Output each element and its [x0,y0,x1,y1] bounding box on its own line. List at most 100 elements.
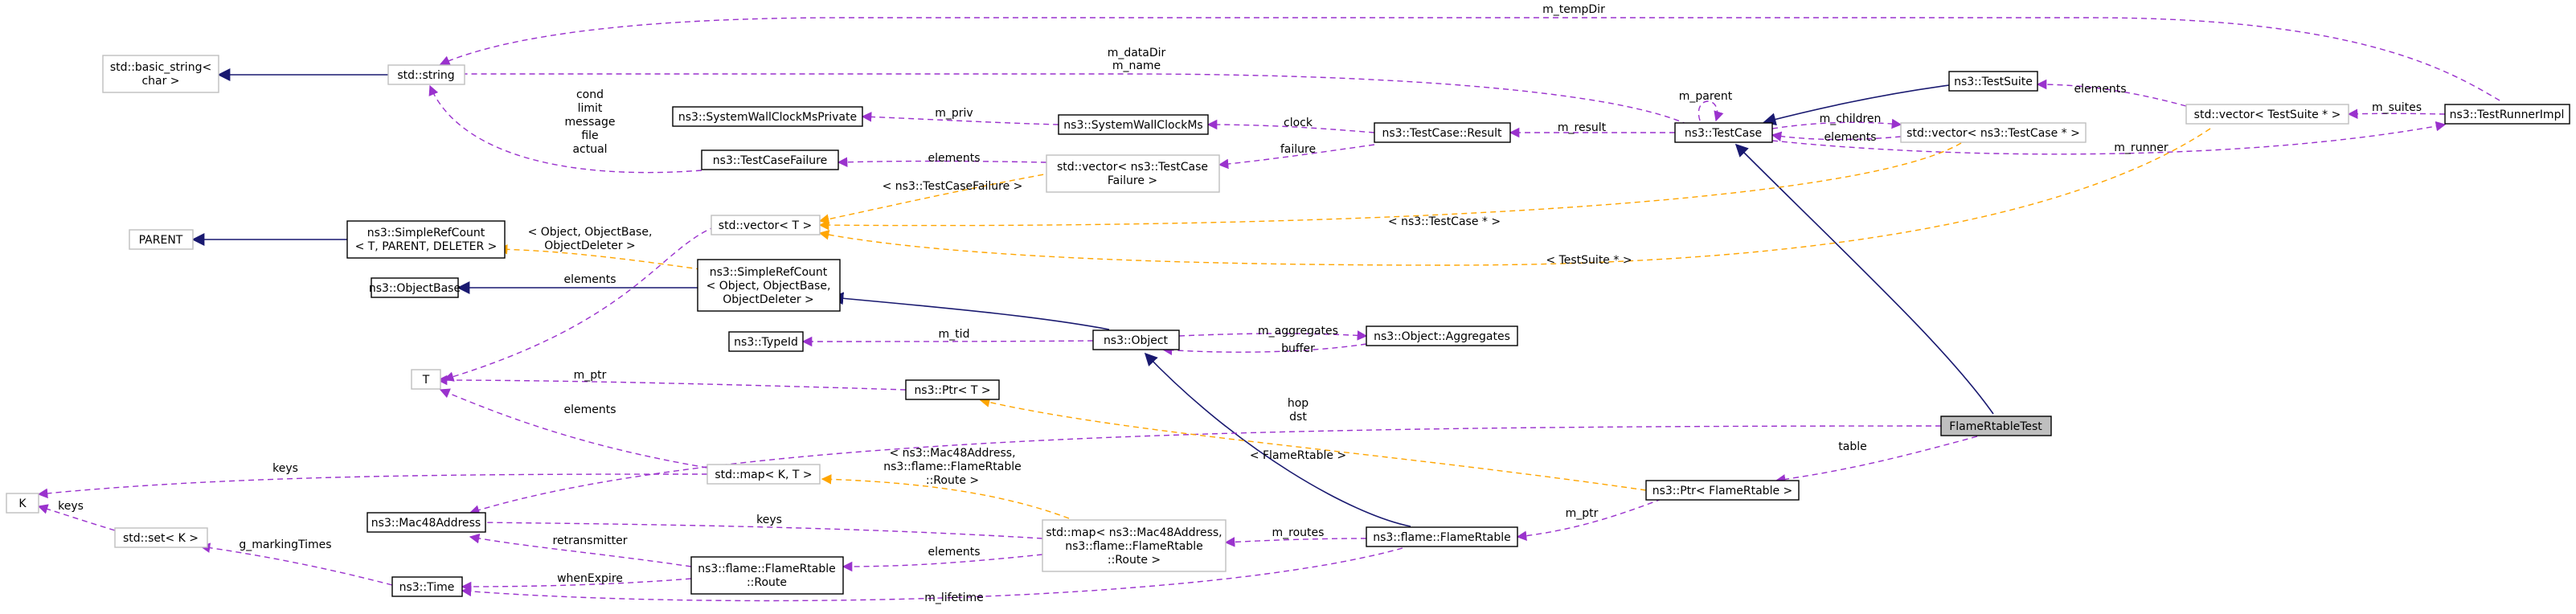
edge-m-children [1771,118,1902,129]
svg-text:ns3::SimpleRefCount< T, PARENT: ns3::SimpleRefCount< T, PARENT, DELETER … [355,227,498,253]
node-result[interactable]: ns3::TestCase::Result [1374,122,1511,143]
label-m-result: m_result [1558,121,1607,134]
edge-hop-dst [469,425,1942,515]
svg-text:std::string: std::string [397,69,454,82]
node-k[interactable]: K [6,493,39,514]
svg-text:ns3::Object: ns3::Object [1104,334,1169,347]
node-map-kt[interactable]: std::map< K, T > [706,464,821,485]
label-m-suites: m_suites [2372,101,2422,114]
edge-elements-route [842,554,1043,572]
node-object[interactable]: ns3::Object [1092,330,1180,350]
node-basic-string[interactable]: std::basic_string<char > [102,55,219,93]
edge-retransmitter [469,533,692,567]
label-table: table [1838,440,1866,453]
node-typeid[interactable]: ns3::TypeId [728,331,804,352]
edge-m-aggregates [1178,330,1368,341]
node-set-k[interactable]: std::set< K > [114,527,208,548]
edge-buffer [1161,343,1367,356]
edge-m-priv [861,112,1059,125]
edge-m-routes [1224,537,1367,547]
edge-m-parent [1698,100,1724,122]
node-failure[interactable]: ns3::TestCaseFailure [701,149,839,170]
label-tpl-objectbase: < Object, ObjectBase,ObjectDeleter > [528,226,653,252]
edge-m-tempdir [439,17,2500,101]
label-elements-suite: elements [2074,83,2126,96]
node-simpleref-t[interactable]: ns3::SimpleRefCount< T, PARENT, DELETER … [346,220,506,259]
node-vec-suite[interactable]: std::vector< TestSuite * > [2185,104,2349,125]
nodes: std::basic_string<char > std::string ns3… [6,55,2570,597]
label-tpl-failure: < ns3::TestCaseFailure > [883,180,1023,193]
svg-text:std::vector< T >: std::vector< T > [719,219,812,232]
label-tpl-flamertable: < FlameRtable > [1250,449,1346,462]
label-m-children: m_children [1820,113,1882,125]
label-tpl-testcase: < ns3::TestCase * > [1388,215,1501,228]
edge-m-ptr-t [436,375,907,391]
edge-m-lifetime [461,547,1403,602]
node-route[interactable]: ns3::flame::FlameRtable::Route [690,556,844,595]
edge-testcase-to-testsuite [1763,84,1950,126]
svg-text:T: T [422,374,430,387]
edge-tpl-flamertable [979,397,1647,491]
svg-text:ns3::TestSuite: ns3::TestSuite [1954,76,2033,88]
edge-failure [1218,144,1375,170]
node-flame-test[interactable]: FlameRtableTest [1940,415,2052,436]
edge-simpleref-obj-to-object [830,292,1110,330]
edge-m-tid [801,336,1094,347]
node-aggregates[interactable]: ns3::Object::Aggregates [1366,325,1518,346]
node-string[interactable]: std::string [387,64,465,85]
label-keys-route: keys [756,514,782,526]
node-ptr-flame[interactable]: ns3::Ptr< FlameRtable > [1645,480,1800,501]
edge-m-datadir [439,68,1689,125]
label-g-markingtimes: g_markingTimes [239,538,331,551]
svg-text:std::map< ns3::Mac48Address,ns: std::map< ns3::Mac48Address,ns3::flame::… [1046,526,1222,567]
node-syswall[interactable]: ns3::SystemWallClockMs [1058,114,1209,135]
svg-text:ns3::Mac48Address: ns3::Mac48Address [371,517,481,530]
label-tpl-mac48: < ns3::Mac48Address,ns3::flame::FlameRta… [883,447,1022,487]
svg-text:FlameRtableTest: FlameRtableTest [1949,420,2042,433]
node-time[interactable]: ns3::Time [391,576,463,597]
edge-elements-failure [837,157,1047,168]
svg-text:std::map< K, T >: std::map< K, T > [715,469,812,481]
edge-clock [1206,119,1375,133]
label-m-tid: m_tid [939,328,970,341]
label-when-expire: whenExpire [557,572,623,585]
edge-object-to-flamertable [1144,352,1411,527]
node-t[interactable]: T [411,369,441,390]
node-testcase[interactable]: ns3::TestCase [1674,122,1773,143]
edge-keys-route [475,517,1043,539]
node-mac48[interactable]: ns3::Mac48Address [367,512,486,533]
node-vec-case[interactable]: std::vector< ns3::TestCase * > [1900,122,2087,143]
svg-text:ns3::Ptr< FlameRtable >: ns3::Ptr< FlameRtable > [1652,485,1793,497]
node-map-route[interactable]: std::map< ns3::Mac48Address,ns3::flame::… [1042,519,1227,572]
label-retransmitter: retransmitter [553,534,628,547]
edge-elements-t [439,388,708,469]
node-flamertable[interactable]: ns3::flame::FlameRtable [1366,526,1518,547]
label-tpl-testsuite: < TestSuite * > [1546,254,1632,267]
label-m-lifetime: m_lifetime [924,591,984,604]
svg-text:ns3::flame::FlameRtable: ns3::flame::FlameRtable [1373,531,1511,544]
node-syswallpriv[interactable]: ns3::SystemWallClockMsPrivate [672,106,863,127]
edge-g-markingtimes [199,542,393,586]
node-parent[interactable]: PARENT [129,229,194,250]
svg-text:ns3::ObjectBase: ns3::ObjectBase [369,282,461,295]
svg-text:ns3::Object::Aggregates: ns3::Object::Aggregates [1374,330,1510,343]
node-runner[interactable]: ns3::TestRunnerImpl [2444,104,2570,125]
edge-m-runner [1771,121,2447,155]
label-elements-t: elements [563,403,616,416]
node-objectbase[interactable]: ns3::ObjectBase [369,277,461,298]
node-simpleref-obj[interactable]: ns3::SimpleRefCount< Object, ObjectBase,… [697,259,841,312]
edge-tpl-mac48 [821,474,1070,519]
label-failure: failure [1280,143,1316,156]
edge-m-suites [2347,108,2446,119]
svg-text:ns3::TypeId: ns3::TypeId [734,336,798,349]
node-testsuite[interactable]: ns3::TestSuite [1948,71,2038,92]
edge-failure-to-string [428,84,702,174]
node-vector-t[interactable]: std::vector< T > [711,215,821,235]
svg-text:PARENT: PARENT [139,234,183,247]
label-m-routes: m_routes [1272,526,1325,539]
node-ptr-t[interactable]: ns3::Ptr< T > [905,379,1000,400]
edge-testcase-to-flame-test [1734,143,1994,415]
